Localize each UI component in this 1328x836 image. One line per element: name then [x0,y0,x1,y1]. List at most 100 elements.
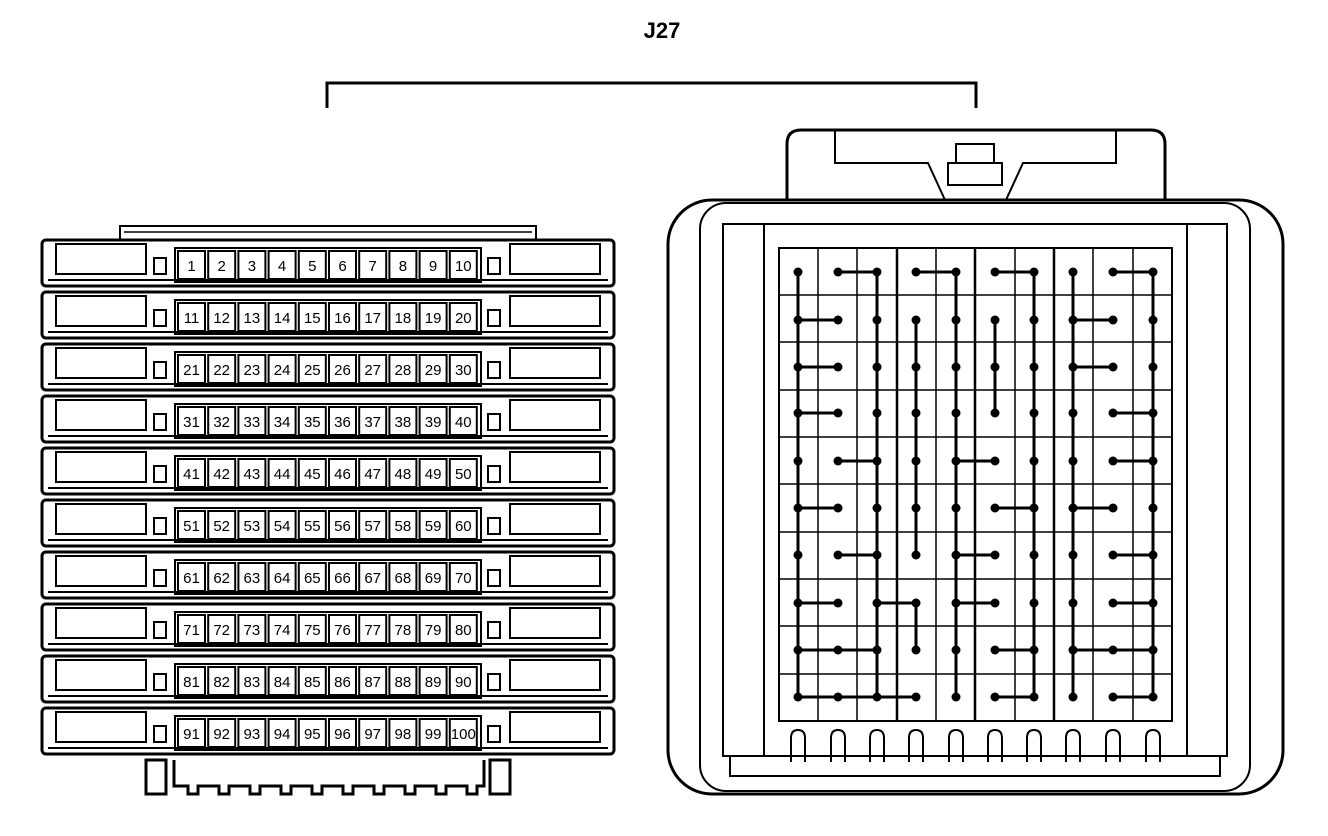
cavity-number: 37 [364,414,381,431]
cavity [358,406,388,436]
cavity [418,354,448,384]
cavity [237,562,267,592]
cavity [328,718,357,748]
cavity [177,250,206,280]
cavity [358,354,388,384]
pin-block [174,299,482,335]
cavity [207,354,237,384]
cavity-number: 84 [274,674,291,691]
cavity-number: 5 [308,258,316,275]
terminal-contact [833,315,843,325]
latch-left [55,399,147,431]
row-housing [40,238,616,288]
cavity-number: 58 [395,518,412,535]
terminal-contact [990,550,1000,560]
cavity [388,510,418,540]
cavity-number: 57 [364,518,381,535]
cavity [237,718,267,748]
latch-right [509,295,601,327]
cavity-number: 14 [274,310,291,327]
cavity [267,666,297,696]
cavity [358,718,388,748]
cavity-number: 92 [213,726,230,743]
terminal-contact [872,550,882,560]
cavity [297,562,327,592]
cavity-number: 46 [334,466,351,483]
terminal-contact [990,408,1000,418]
terminal-contact [1068,267,1078,277]
terminal-contact [793,645,803,655]
terminal-contact [911,408,921,418]
terminal-contact [1148,362,1158,372]
terminal-contact [833,692,843,702]
cavity-number: 72 [213,622,230,639]
housing-inner [699,202,1251,792]
cavity [267,458,297,488]
pin-block [174,403,482,439]
latch-arm-left [834,130,946,201]
cavity [418,666,448,696]
terminal-contact [793,692,803,702]
terminal-contact [1148,456,1158,466]
cavity-number: 69 [425,570,442,587]
cavity-number: 9 [429,258,437,275]
terminal-contact [1148,408,1158,418]
terminal-contact [1029,267,1039,277]
cavity-number: 73 [244,622,261,639]
cavity [388,354,418,384]
cavity-number: 51 [183,518,200,535]
locking-finger [869,728,885,762]
terminal-contact [990,456,1000,466]
latch-right [509,555,601,587]
cavity [388,302,418,332]
cavity-number: 80 [455,622,472,639]
cavity-number: 83 [244,674,261,691]
lock-tab [153,621,167,639]
pin-block [174,663,482,699]
latch-left [55,243,147,275]
locking-finger [987,728,1003,762]
cavity-number: 65 [304,570,321,587]
cavity [328,302,357,332]
cavity-number: 99 [425,726,442,743]
terminal-contact [911,692,921,702]
cavity-number: 68 [395,570,412,587]
cavity-number: 1 [187,258,195,275]
latch-right [509,347,601,379]
cavity-number: 81 [183,674,200,691]
latch-right [509,451,601,483]
cavity [358,510,388,540]
cavity [297,666,327,696]
cavity [418,302,448,332]
terminal-contact [1108,503,1118,513]
cavity-number: 55 [304,518,321,535]
cavity-number: 75 [304,622,321,639]
cavity [297,718,327,748]
cavity-number: 67 [364,570,381,587]
cavity [418,250,448,280]
terminal-contact [1068,408,1078,418]
terminal-contact [872,315,882,325]
pin-block [174,507,482,543]
top-rail [119,225,537,241]
cavity-number: 86 [334,674,351,691]
row-housing [40,550,616,600]
lock-tab [487,725,501,743]
terminal-contact [951,456,961,466]
cavity [328,406,357,436]
cavity-number: 42 [213,466,230,483]
cavity [388,458,418,488]
cavity-number: 38 [395,414,412,431]
cavity-number: 27 [364,362,381,379]
cavity-number: 17 [364,310,381,327]
row-housing [40,654,616,704]
cavity [267,302,297,332]
cavity-number: 50 [455,466,472,483]
terminal-contact [911,503,921,513]
cavity [358,302,388,332]
foot-left [144,758,168,796]
cavity-number: 77 [364,622,381,639]
cavity [297,510,327,540]
